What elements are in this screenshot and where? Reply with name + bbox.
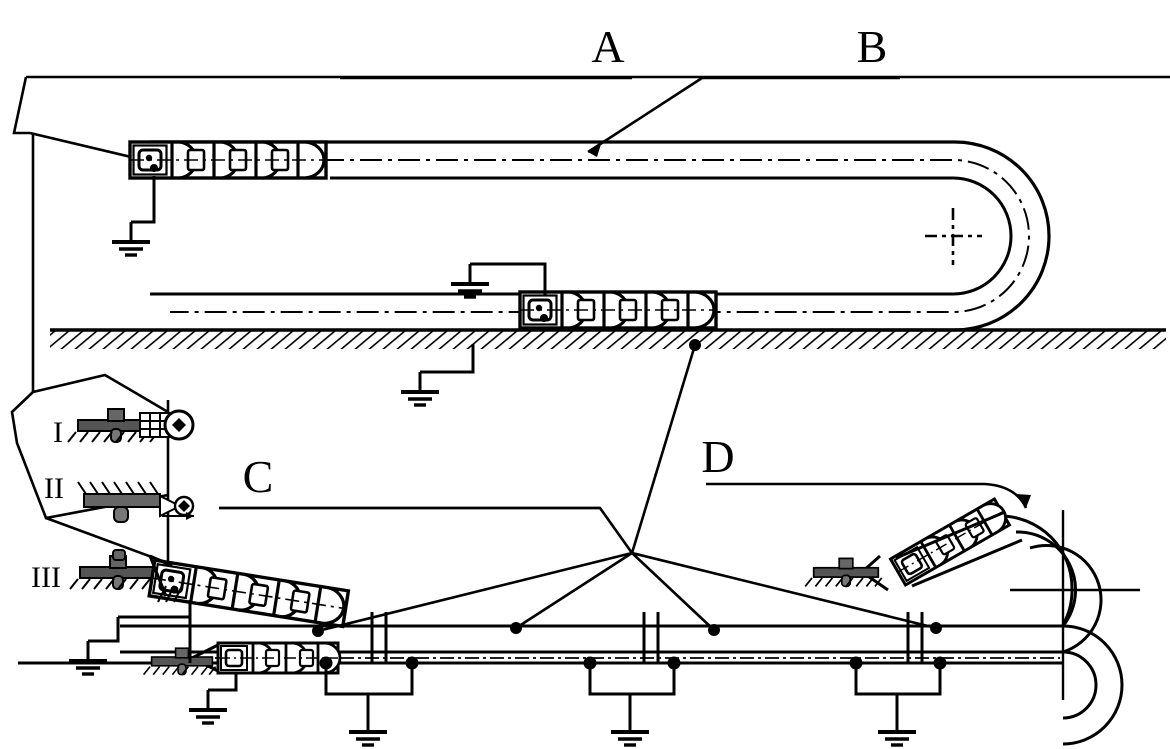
leader-fan-dots: [312, 339, 942, 637]
earthing-lower-left: [88, 600, 192, 663]
detail-II-fixture: [77, 481, 195, 523]
callout-D: D: [701, 431, 1031, 509]
earthing-bottom-drum: [208, 672, 238, 692]
detail-label-III: III: [31, 561, 61, 594]
bend-center-cross-lower: [1010, 510, 1140, 700]
detail-III-fixture: [69, 549, 161, 590]
lower-duct-joints: [370, 612, 924, 663]
callout-B-label: B: [857, 21, 888, 72]
callout-B-arrow-line: [587, 76, 703, 154]
detail-label-II: II: [44, 472, 64, 505]
drum-mid: [518, 290, 718, 330]
drum-upper-left: [128, 140, 328, 180]
callout-C: C: [219, 451, 600, 510]
callout-C-label: C: [243, 451, 274, 502]
earthing-upper-left: [131, 176, 156, 224]
bend-center-cross-upper: [925, 208, 982, 265]
detail-label-I: I: [53, 416, 63, 449]
leader-fan: [219, 344, 937, 633]
callout-D-arrowhead: [1016, 494, 1031, 508]
callout-B: B: [587, 21, 900, 157]
earthing-mid: [470, 262, 547, 296]
earthing-bottom-group-2: [583, 656, 681, 712]
anchor-hatch-III: [157, 585, 183, 603]
drum-bottom: [216, 641, 342, 675]
lower-duct-bend-arcs: [999, 514, 1103, 654]
earthing-bottom-group-1: [319, 656, 419, 712]
earthing-surface: [420, 344, 475, 374]
callout-A: A: [340, 21, 632, 80]
earthing-bottom-group-3: [849, 656, 947, 712]
upper-duct: [150, 140, 1051, 332]
detail-I-fixture: [67, 408, 195, 443]
ground-surface-band: [50, 328, 1166, 349]
callout-A-label: A: [591, 21, 624, 72]
callout-D-label: D: [701, 431, 734, 482]
detail-balloon-outline: [10, 373, 169, 565]
callout-B-arrowhead: [588, 144, 601, 157]
